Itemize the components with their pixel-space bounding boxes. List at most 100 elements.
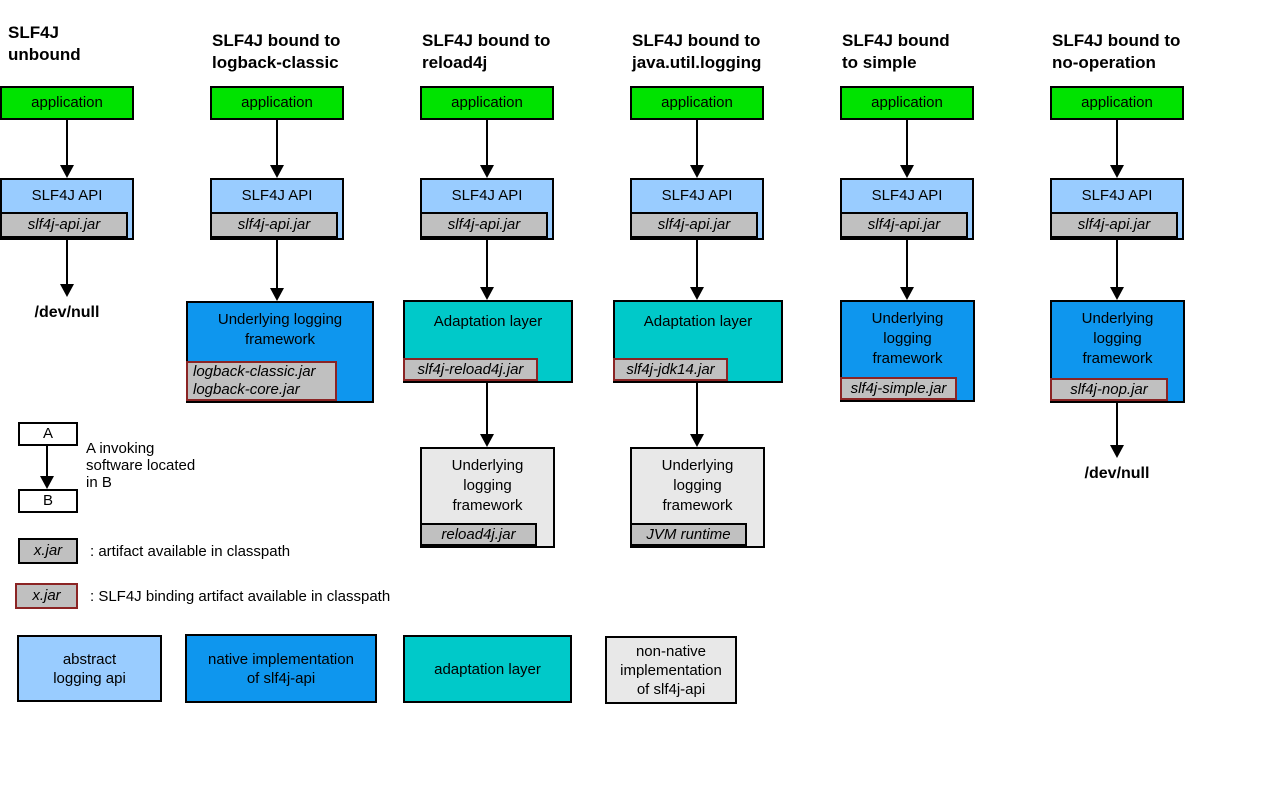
slf4j-api-label: SLF4J API bbox=[241, 187, 313, 204]
arrow-head bbox=[1110, 445, 1124, 458]
arrow-shaft bbox=[276, 240, 278, 289]
column-title-line: SLF4J bound bbox=[842, 31, 950, 50]
jar-label: slf4j-api.jar bbox=[867, 216, 941, 233]
slf4j-api-jar-box: slf4j-api.jar bbox=[210, 212, 338, 238]
framework-label-line: logging bbox=[673, 477, 722, 494]
arrow-shaft bbox=[276, 120, 278, 166]
jar-box: slf4j-simple.jar bbox=[840, 377, 957, 400]
legend-xjar-binding-box: x.jar bbox=[15, 583, 78, 609]
application-box: application bbox=[420, 86, 554, 120]
application-box: application bbox=[840, 86, 974, 120]
slf4j-api-label: SLF4J API bbox=[451, 187, 523, 204]
legend-arrow-icon bbox=[40, 446, 54, 489]
application-label: application bbox=[871, 94, 943, 111]
arrow-shaft bbox=[486, 120, 488, 166]
jar-box: slf4j-nop.jar bbox=[1050, 378, 1168, 401]
slf4j-api-jar-box: slf4j-api.jar bbox=[1050, 212, 1178, 238]
legend-xjar-plain-label: x.jar bbox=[33, 542, 63, 559]
legend-swatch-label-line: abstract bbox=[62, 650, 117, 668]
framework-label-line: logging bbox=[1093, 330, 1142, 347]
arrow-shaft bbox=[486, 240, 488, 288]
framework-label-line: framework bbox=[1082, 350, 1153, 367]
column-title-line: reload4j bbox=[422, 53, 488, 72]
application-box: application bbox=[630, 86, 764, 120]
slf4j-api-box: SLF4J API slf4j-api.jar bbox=[1050, 178, 1184, 240]
legend-swatch-label-line: implementation bbox=[620, 661, 722, 679]
legend-swatch-label-line: non-native bbox=[635, 642, 707, 660]
arrow-shaft bbox=[1116, 403, 1118, 446]
adapter-framework-box: Adaptation layer slf4j-jdk14.jar bbox=[613, 300, 783, 383]
slf4j-api-label: SLF4J API bbox=[1081, 187, 1153, 204]
legend-invoke-line: software located bbox=[86, 457, 196, 474]
slf4j-api-jar-box: slf4j-api.jar bbox=[630, 212, 758, 238]
arrow-head bbox=[690, 434, 704, 447]
arrow-down-icon bbox=[900, 120, 914, 178]
column-title-line: SLF4J bound to bbox=[422, 31, 551, 50]
framework-label-line: framework bbox=[872, 350, 943, 367]
jar-label: slf4j-api.jar bbox=[237, 216, 311, 233]
framework-label-line: Adaptation layer bbox=[643, 313, 753, 330]
jar-box: JVM runtime bbox=[630, 523, 747, 546]
jar-box: reload4j.jar bbox=[420, 523, 537, 546]
application-box: application bbox=[1050, 86, 1184, 120]
arrow-head bbox=[1110, 287, 1124, 300]
jar-label: reload4j.jar bbox=[441, 525, 516, 543]
framework-label-line: framework bbox=[244, 331, 315, 348]
arrow-down-icon bbox=[480, 120, 494, 178]
column-title-line: to simple bbox=[842, 53, 917, 72]
jar-label: slf4j-simple.jar bbox=[850, 379, 947, 397]
column-title-line: java.util.logging bbox=[632, 53, 762, 72]
jar-label: slf4j-reload4j.jar bbox=[417, 360, 524, 378]
arrow-down-icon bbox=[270, 120, 284, 178]
arrow-shaft bbox=[696, 383, 698, 435]
application-label: application bbox=[31, 94, 103, 111]
arrow-down-icon bbox=[690, 240, 704, 300]
column-title-line: logback-classic bbox=[212, 53, 339, 72]
arrow-shaft bbox=[906, 240, 908, 288]
column-title-simple: SLF4J bound to simple bbox=[842, 30, 950, 74]
legend-swatch-label-line: of slf4j-api bbox=[636, 680, 706, 698]
arrow-shaft bbox=[66, 120, 68, 166]
legend-xjar-plain-box: x.jar bbox=[18, 538, 78, 564]
application-label: application bbox=[241, 94, 313, 111]
jar-box: slf4j-jdk14.jar bbox=[613, 358, 728, 381]
slf4j-api-label: SLF4J API bbox=[31, 187, 103, 204]
legend-a-label: A bbox=[42, 425, 53, 442]
slf4j-api-jar-box: slf4j-api.jar bbox=[840, 212, 968, 238]
arrow-head bbox=[900, 165, 914, 178]
legend-swatch-label-line: native implementation bbox=[208, 650, 354, 668]
arrow-shaft bbox=[696, 240, 698, 288]
framework-label-line: Underlying bbox=[451, 457, 524, 474]
column-title-reload4j: SLF4J bound to reload4j bbox=[422, 30, 550, 74]
column-title-line: SLF4J bound to bbox=[1052, 31, 1181, 50]
arrow-head bbox=[40, 476, 54, 489]
arrow-shaft bbox=[696, 120, 698, 166]
column-title-line: SLF4J bound to bbox=[212, 31, 341, 50]
application-label: application bbox=[451, 94, 523, 111]
arrow-head bbox=[690, 165, 704, 178]
arrow-head bbox=[690, 287, 704, 300]
jar-label: slf4j-jdk14.jar bbox=[626, 360, 715, 378]
column-title-logback-classic: SLF4J bound to logback-classic bbox=[212, 30, 340, 74]
column-title-line: unbound bbox=[8, 45, 81, 64]
arrow-shaft bbox=[906, 120, 908, 166]
framework-label-line: framework bbox=[662, 497, 733, 514]
framework-label-line: Underlying logging bbox=[217, 311, 343, 328]
legend-swatch-label-line: adaptation layer bbox=[434, 660, 541, 678]
legend-swatch-label-line: of slf4j-api bbox=[246, 669, 316, 687]
legend-swatch-adapter: adaptation layer bbox=[403, 635, 572, 703]
arrow-down-icon bbox=[480, 383, 494, 447]
